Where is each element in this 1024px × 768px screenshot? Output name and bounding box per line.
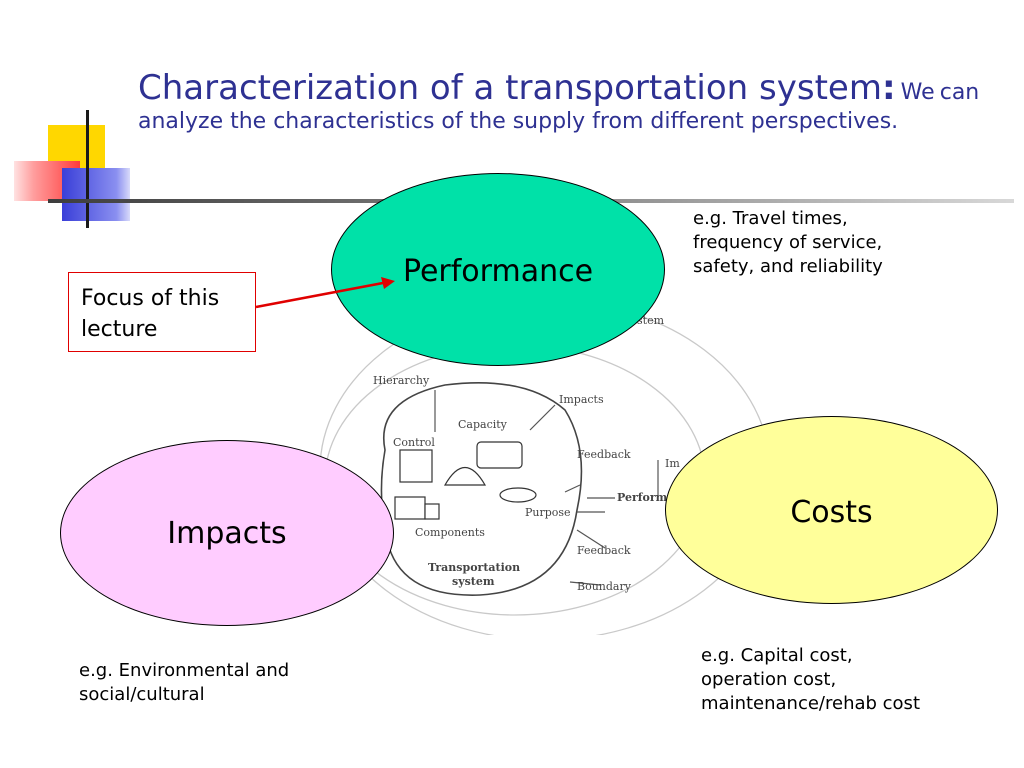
title-subtitle: can analyze the characteristics of the s… [138,80,980,135]
label-purpose: Purpose [525,506,571,519]
performance-example-line: safety, and reliability [693,255,883,277]
impacts-example-line: e.g. Environmental and [79,660,290,681]
label-system-line1: Transportation [428,561,520,574]
performance-example-line: e.g. Travel times, [693,208,848,229]
performance-example-line: frequency of service, [693,231,883,253]
costs-label: Costs [790,495,873,530]
impacts-example-line: social/cultural [79,683,205,705]
impacts-examples: e.g. Environmental and social/cultural [79,659,289,707]
control-grid-icon [399,449,433,483]
title-colon: : [881,68,896,108]
costs-example-line: e.g. Capital cost, [701,645,853,666]
performance-examples: e.g. Travel times, frequency of service,… [693,207,883,279]
label-system-line2: system [452,575,495,588]
performance-label: Performance [402,254,594,289]
label-performance-cut: Perform [617,491,668,504]
focus-box-line: Focus of this [81,286,220,311]
truck-icon [394,496,426,520]
label-impacts: Impacts [559,393,604,406]
title-subtitle-lead: We [900,80,935,105]
label-hierarchy: Hierarchy [373,374,430,387]
performance-bubble: Performance [331,173,665,366]
tunnel-icon [443,467,487,486]
label-boundary: Boundary [577,580,632,593]
slide-title: Characterization of a transportation sys… [138,68,988,136]
label-stem: stem [637,314,665,327]
focus-arrow [255,277,395,309]
impacts-bubble: Impacts [60,440,394,626]
costs-examples: e.g. Capital cost, operation cost, maint… [701,644,920,716]
decor-blue-square [62,168,130,221]
costs-example-line: operation cost, [701,668,837,690]
label-capacity: Capacity [458,418,508,431]
focus-box-line: lecture [81,316,158,342]
decor-vertical-line [86,110,89,228]
label-components: Components [415,526,485,539]
label-feedback-top: Feedback [577,448,631,461]
title-main: Characterization of a transportation sys… [138,68,882,108]
impacts-label: Impacts [167,515,287,551]
label-feedback-bottom: Feedback [577,544,631,557]
label-impacts-cut: Im [665,457,680,470]
car-icon [499,487,537,503]
costs-bubble: Costs [665,416,998,604]
costs-example-line: maintenance/rehab cost [701,692,920,714]
bus-icon [476,441,523,469]
focus-of-lecture-box: Focus of this lecture [68,272,256,352]
label-control: Control [393,436,435,449]
